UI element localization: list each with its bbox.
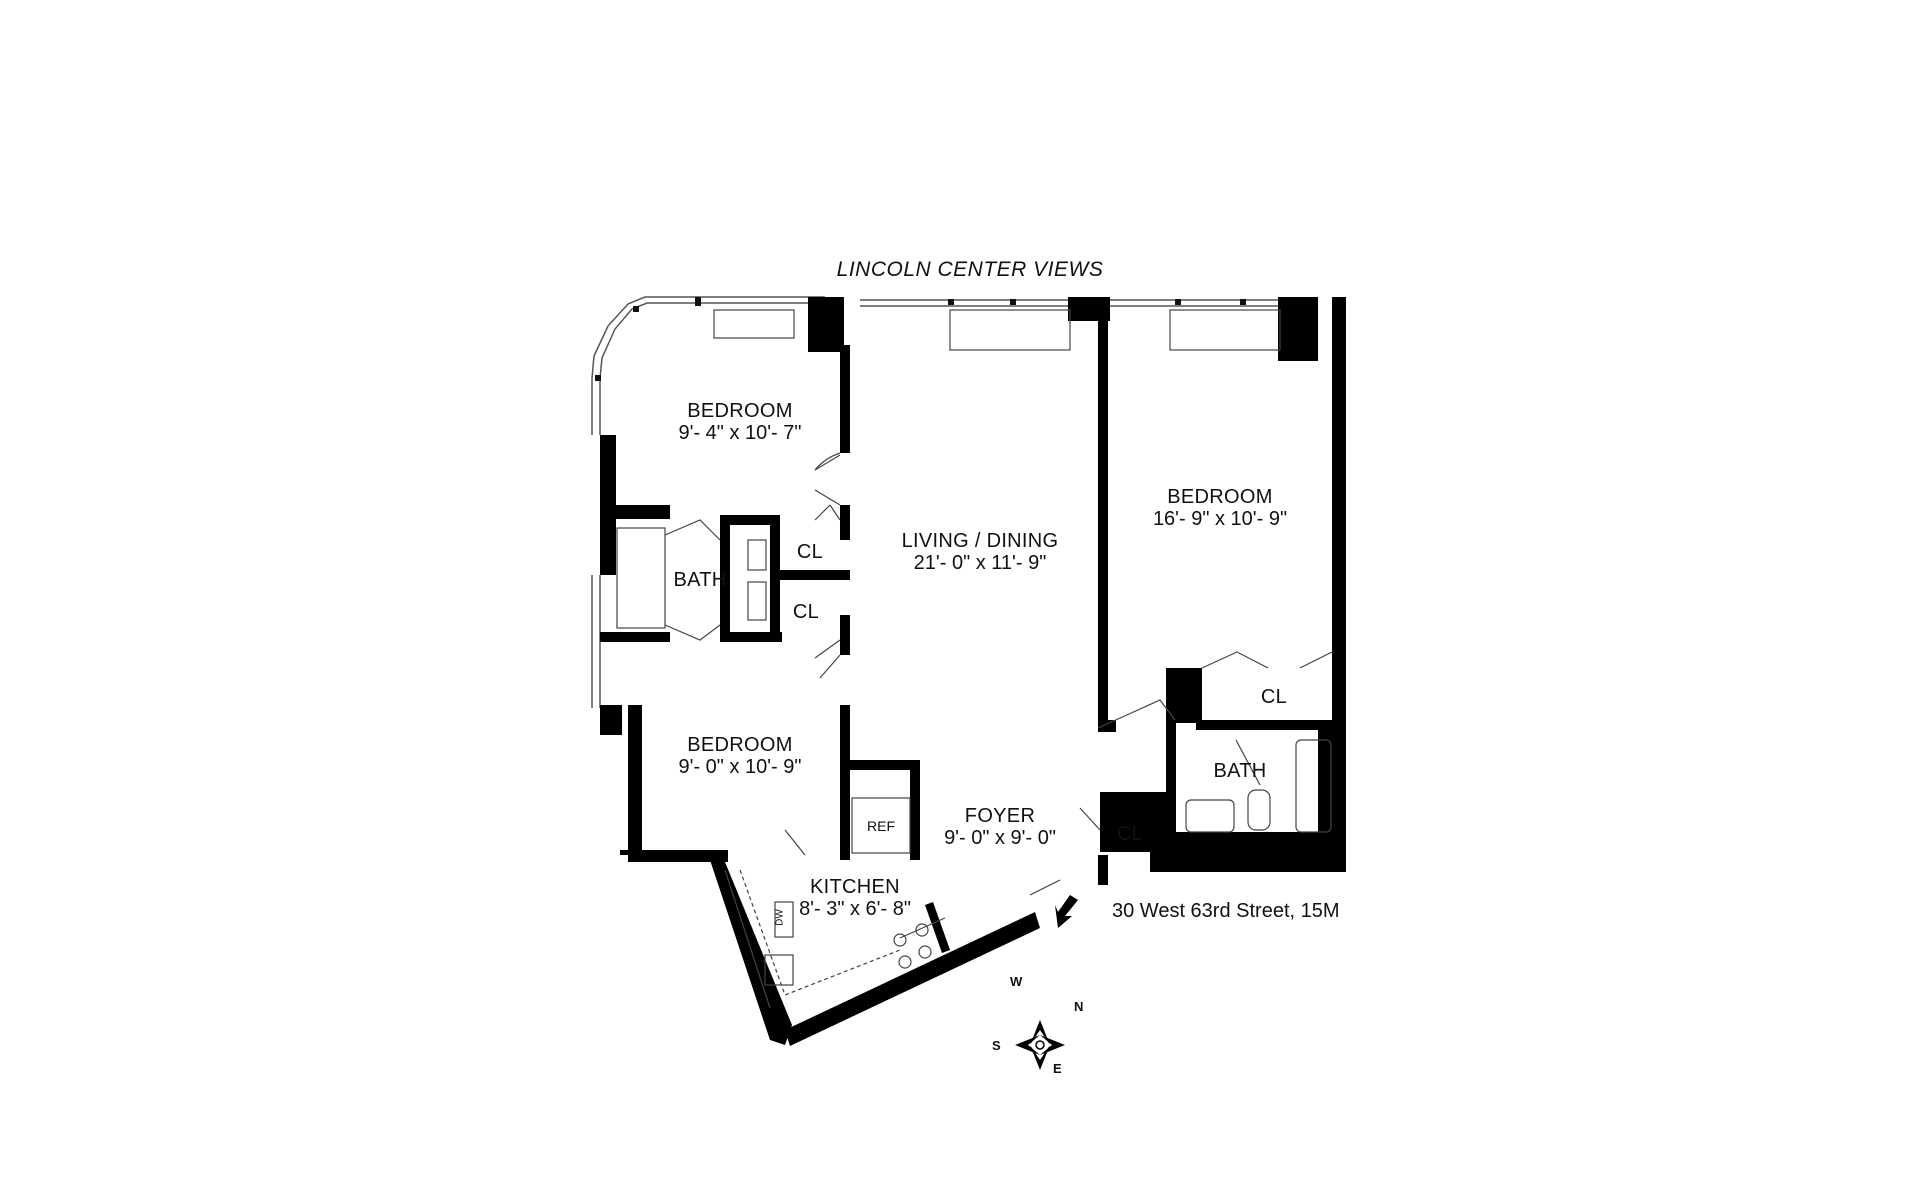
compass-n: N xyxy=(1074,999,1084,1014)
room-bath-e: BATH xyxy=(1213,760,1267,782)
closet-2: CL xyxy=(792,601,820,623)
room-bedroom-e: BEDROOM 16'- 9" x 10'- 9" xyxy=(1120,486,1320,530)
compass-e: E xyxy=(1053,1061,1062,1076)
room-dimensions: 9'- 0" x 10'- 9" xyxy=(678,756,802,778)
room-name: LIVING / DINING xyxy=(901,530,1059,552)
room-dimensions: 9'- 0" x 9'- 0" xyxy=(944,827,1056,849)
room-name: BEDROOM xyxy=(687,734,793,756)
room-foyer: FOYER 9'- 0" x 9'- 0" xyxy=(920,805,1080,849)
room-name: FOYER xyxy=(964,805,1036,827)
closet-3: CL xyxy=(1260,686,1288,708)
compass-s: S xyxy=(992,1038,1001,1053)
room-name: BEDROOM xyxy=(687,400,793,422)
mullions xyxy=(595,297,1246,381)
compass-rose-icon xyxy=(1015,1020,1065,1070)
room-name: KITCHEN xyxy=(810,876,900,898)
room-name: BEDROOM xyxy=(1167,486,1273,508)
room-dimensions: 21'- 0" x 11'- 9" xyxy=(913,552,1047,574)
walls xyxy=(600,297,1346,885)
details xyxy=(616,309,1333,1009)
room-kitchen: KITCHEN 8'- 3" x 6'- 8" xyxy=(770,876,940,920)
room-dimensions: 9'- 4" x 10'- 7" xyxy=(678,422,802,444)
address-label: 30 West 63rd Street, 15M xyxy=(1112,900,1340,922)
room-bedroom-nw: BEDROOM 9'- 4" x 10'- 7" xyxy=(640,400,840,444)
refrigerator-label: REF xyxy=(867,818,895,834)
lincoln-center-views-label: LINCOLN CENTER VIEWS xyxy=(836,258,1104,281)
closet-1: CL xyxy=(796,541,824,563)
room-dimensions: 8'- 3" x 6'- 8" xyxy=(799,898,911,920)
kitchen-walls xyxy=(710,860,1040,1046)
compass-w: W xyxy=(1010,974,1023,989)
entry-arrow-icon xyxy=(1055,895,1078,928)
room-bath-w: BATH xyxy=(673,569,727,591)
room-dimensions: 16'- 9" x 10'- 9" xyxy=(1152,508,1288,530)
room-living-dining: LIVING / DINING 21'- 0" x 11'- 9" xyxy=(870,530,1090,574)
room-bedroom-sw: BEDROOM 9'- 0" x 10'- 9" xyxy=(640,734,840,778)
dishwasher-label: DW xyxy=(774,909,786,926)
closet-4: CL xyxy=(1116,823,1144,845)
